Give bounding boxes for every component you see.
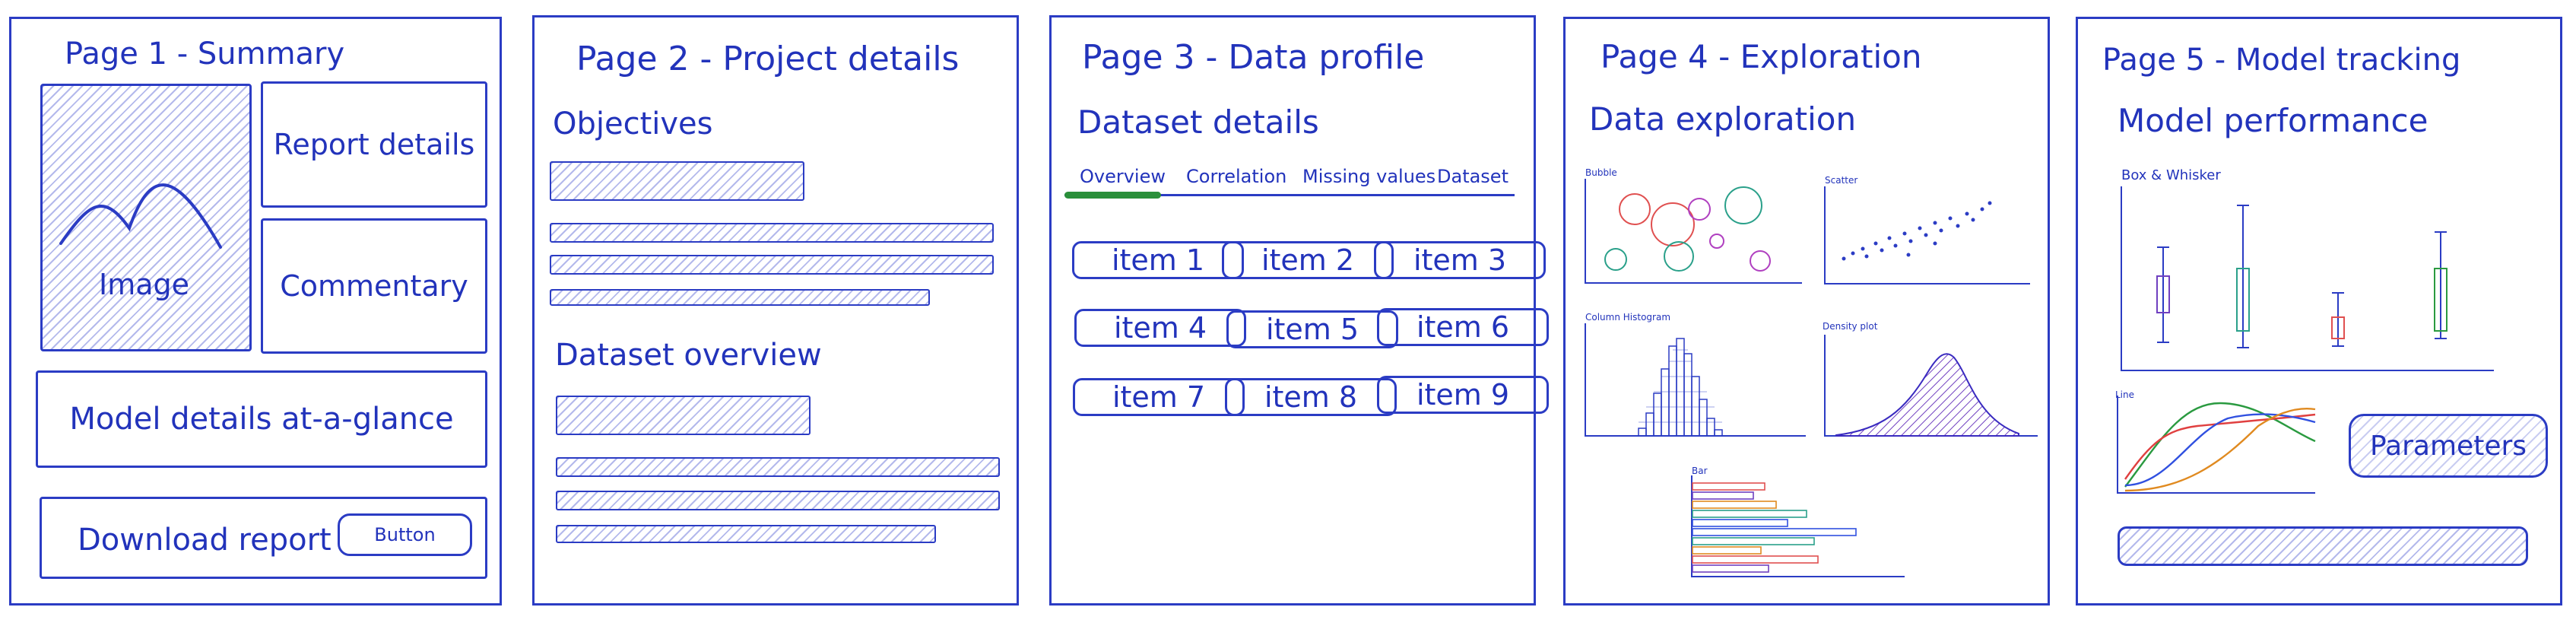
- scatter-chart: [1824, 186, 2030, 284]
- bubble-chart: [1585, 179, 1802, 284]
- page-2-title: Page 2 - Project details: [576, 40, 960, 78]
- bubble: [1651, 202, 1695, 246]
- active-tab-indicator: [1064, 192, 1161, 199]
- bubble: [1724, 186, 1762, 224]
- model-details-label: Model details at-a-glance: [69, 402, 454, 437]
- overview-bar-short: [556, 396, 811, 435]
- page-3-title: Page 3 - Data profile: [1082, 38, 1425, 77]
- image-label: Image: [99, 268, 190, 301]
- line-chart-label: Line: [2115, 389, 2135, 400]
- bar-chart: [1691, 475, 1905, 577]
- item-9[interactable]: item 9: [1377, 376, 1549, 414]
- page-3-heading: Dataset details: [1077, 103, 1319, 141]
- dataset-overview-heading: Dataset overview: [555, 338, 822, 373]
- line-chart: [2117, 396, 2316, 494]
- page-4-title: Page 4 - Exploration: [1600, 38, 1922, 75]
- page-4-panel: [1563, 17, 2050, 606]
- page-2-panel: [532, 15, 1019, 606]
- item-4[interactable]: item 4: [1074, 309, 1246, 347]
- tab-dataset[interactable]: Dataset: [1437, 166, 1508, 187]
- tab-missing-values[interactable]: Missing values: [1302, 166, 1436, 187]
- tab-overview[interactable]: Overview: [1080, 166, 1166, 187]
- page-1-title: Page 1 - Summary: [65, 37, 345, 72]
- download-button-label: Button: [374, 524, 436, 545]
- item-1[interactable]: item 1: [1072, 241, 1244, 279]
- download-report-box: [40, 497, 487, 579]
- bubble-chart-label: Bubble: [1585, 167, 1617, 178]
- bubble: [1688, 198, 1711, 221]
- tab-correlation[interactable]: Correlation: [1186, 166, 1287, 187]
- item-3[interactable]: item 3: [1374, 241, 1546, 279]
- tabs-divider: [1064, 194, 1515, 196]
- overview-line-2: [556, 491, 1000, 510]
- model-details-box[interactable]: Model details at-a-glance: [36, 370, 487, 468]
- page-1-panel: [9, 17, 502, 606]
- objectives-bar-short: [550, 161, 804, 201]
- density-plot-label: Density plot: [1823, 321, 1878, 332]
- parameters-label: Parameters: [2369, 430, 2527, 462]
- page-3-panel: [1049, 15, 1536, 606]
- item-5[interactable]: item 5: [1226, 310, 1398, 348]
- report-details-label: Report details: [273, 128, 475, 161]
- bubble: [1604, 248, 1627, 271]
- box-whisker-label: Box & Whisker: [2121, 167, 2221, 183]
- density-chart: [1824, 335, 2038, 437]
- box-whisker-chart: [2121, 186, 2494, 371]
- overview-line-1: [556, 457, 1000, 477]
- model-progress-bar: [2118, 526, 2528, 566]
- bubble: [1664, 241, 1694, 272]
- overview-line-3: [556, 525, 936, 543]
- histogram-chart: [1585, 323, 1806, 437]
- page-5-title: Page 5 - Model tracking: [2102, 43, 2461, 78]
- parameters-box[interactable]: Parameters: [2349, 414, 2548, 478]
- page-4-heading: Data exploration: [1589, 100, 1857, 138]
- objectives-heading: Objectives: [553, 106, 713, 141]
- item-8[interactable]: item 8: [1225, 378, 1397, 416]
- item-6[interactable]: item 6: [1377, 308, 1549, 346]
- bubble: [1619, 193, 1651, 225]
- objectives-line-1: [550, 223, 994, 243]
- commentary-box[interactable]: Commentary: [261, 218, 487, 354]
- image-icon: [59, 183, 222, 249]
- objectives-line-3: [550, 289, 930, 306]
- download-report-label: Download report: [78, 523, 332, 558]
- histogram-label: Column Histogram: [1585, 312, 1671, 323]
- bubble: [1750, 250, 1771, 272]
- bubble: [1709, 234, 1724, 249]
- report-details-box[interactable]: Report details: [261, 81, 487, 208]
- page-5-heading: Model performance: [2118, 102, 2428, 139]
- objectives-line-2: [550, 255, 994, 275]
- image-placeholder: [40, 84, 252, 351]
- item-7[interactable]: item 7: [1073, 378, 1245, 416]
- bar-chart-label: Bar: [1692, 466, 1708, 476]
- page-5-panel: [2076, 17, 2562, 606]
- item-2[interactable]: item 2: [1222, 241, 1394, 279]
- scatter-chart-label: Scatter: [1825, 175, 1858, 186]
- download-button[interactable]: Button: [338, 513, 472, 556]
- commentary-label: Commentary: [280, 269, 468, 303]
